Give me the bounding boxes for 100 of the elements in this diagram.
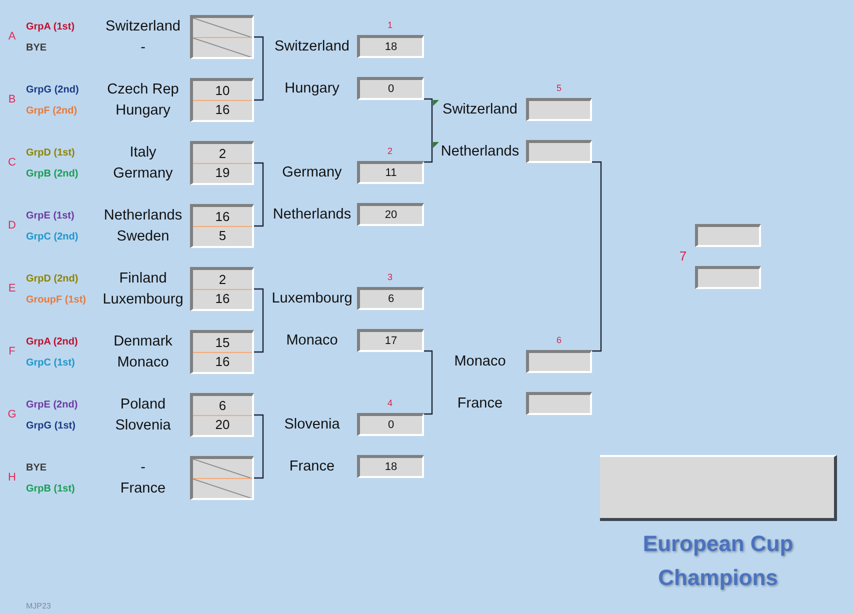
score-box [190, 393, 254, 437]
score: 6 [388, 292, 394, 306]
score: 16 [215, 355, 230, 370]
team-name: Hungary [284, 80, 340, 97]
score: 6 [218, 398, 226, 413]
score: 0 [388, 82, 394, 96]
team-name: Monaco [286, 332, 338, 349]
match-number: 3 [388, 272, 392, 282]
score: 16 [215, 103, 230, 118]
team-name: Poland [120, 396, 166, 413]
bracket-line [254, 414, 264, 479]
team-name: Hungary [116, 102, 170, 119]
team-name: Sweden [116, 228, 170, 245]
score-box [357, 287, 424, 310]
bracket-line [254, 288, 264, 353]
team-name: Monaco [117, 354, 169, 371]
team-name: Czech Rep [107, 81, 179, 98]
score-box [526, 392, 592, 415]
score-box [357, 161, 424, 184]
group-label: GrpC (1st) [26, 356, 75, 368]
score-box [357, 203, 424, 226]
match-number: 1 [388, 20, 392, 30]
team-name: Slovenia [284, 416, 340, 433]
match-letter: B [8, 94, 16, 106]
score-box [357, 35, 424, 58]
score-box [190, 204, 254, 248]
score: 15 [215, 336, 230, 350]
team-name: France [457, 395, 503, 412]
team-name: France [120, 480, 166, 497]
score: 18 [384, 40, 398, 54]
group-label: GrpG (2nd) [26, 84, 79, 96]
score-box [526, 98, 592, 121]
score: 18 [384, 460, 398, 474]
bracket-line [424, 350, 433, 415]
group-label: GrpE (1st) [26, 210, 74, 222]
group-label: GrpA (1st) [26, 20, 75, 32]
team-name: Finland [119, 270, 167, 287]
score: 20 [215, 418, 230, 432]
match-number: 5 [556, 82, 562, 94]
score-box [357, 329, 424, 352]
score: 0 [388, 418, 394, 432]
match-number: 4 [388, 398, 392, 408]
score: 11 [385, 166, 397, 180]
group-label: GrpG (1st) [26, 420, 76, 432]
team-name: Switzerland [274, 38, 350, 55]
group-label: GrpA (2nd) [26, 336, 78, 348]
team-name: Italy [130, 144, 156, 161]
match-letter: F [8, 346, 16, 358]
score-box [190, 267, 254, 311]
bracket-line [592, 161, 602, 352]
team-name: France [289, 458, 335, 475]
group-label: BYE [26, 462, 47, 474]
group-label: GrpD (2nd) [26, 272, 78, 284]
score: 5 [218, 229, 226, 244]
team-name: - [140, 459, 146, 476]
bracket-line [254, 36, 264, 101]
score-box [190, 330, 254, 374]
bracket-line [254, 162, 264, 227]
score: 16 [215, 292, 230, 306]
team-name: Denmark [114, 333, 172, 350]
score-box [190, 456, 254, 500]
group-label: GrpB (2nd) [26, 168, 78, 180]
team-name: Switzerland [442, 101, 518, 118]
match-letter: E [8, 282, 16, 296]
group-label: GrpE (2nd) [26, 398, 78, 410]
team-name: Monaco [454, 353, 506, 370]
score: 20 [384, 208, 398, 222]
score-box [526, 350, 592, 373]
score-box [357, 455, 424, 478]
score: 2 [218, 146, 226, 161]
team-name: Netherlands [440, 143, 520, 160]
match-letter: D [8, 220, 16, 232]
team-name: - [140, 39, 146, 56]
champion-box [600, 455, 837, 521]
match-letter: G [8, 408, 16, 422]
credit-text: MJP23 [26, 601, 51, 611]
group-label: BYE [26, 42, 47, 54]
bracket-line [424, 98, 433, 163]
score-box [357, 77, 424, 100]
match-letter: C [8, 156, 16, 170]
group-label: GrpC (2nd) [26, 230, 78, 242]
score-box [190, 15, 254, 59]
team-name: Germany [282, 164, 342, 181]
match-number: 7 [679, 250, 687, 264]
team-name: Germany [113, 165, 173, 182]
champions-heading: European Cup Champions [642, 530, 794, 592]
group-label: GroupF (1st) [26, 294, 86, 306]
score-box [190, 141, 254, 185]
score: 19 [215, 166, 230, 180]
match-number: 2 [388, 146, 392, 156]
score-box [190, 78, 254, 122]
match-letter: A [8, 30, 16, 44]
match-number: 6 [556, 334, 562, 346]
group-label: GrpF (2nd) [26, 104, 78, 116]
team-name: Netherlands [272, 206, 352, 223]
group-label: GrpB (1st) [26, 482, 75, 494]
score: 2 [218, 272, 226, 287]
team-name: Luxembourg [102, 291, 184, 308]
score: 17 [384, 334, 398, 348]
team-name: Netherlands [104, 207, 182, 224]
